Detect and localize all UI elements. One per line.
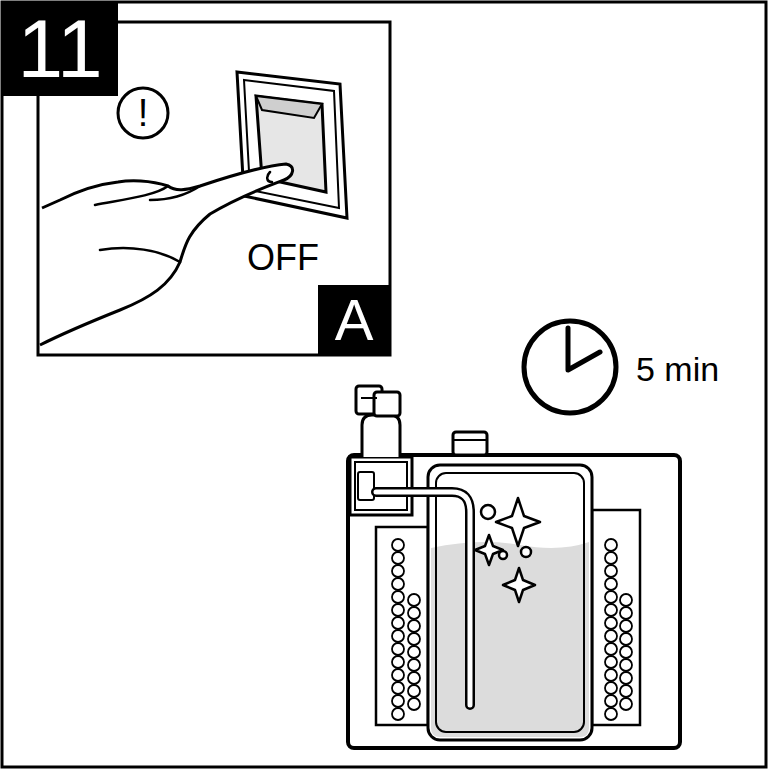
vent-hole	[408, 594, 420, 606]
vent-hole	[620, 698, 632, 710]
water-tank-unit	[348, 386, 680, 748]
wall-switch	[237, 72, 347, 218]
vent-hole	[392, 578, 404, 590]
vent-hole	[605, 604, 617, 616]
vent-hole	[620, 620, 632, 632]
vent-hole	[408, 698, 420, 710]
vent-hole	[392, 708, 404, 720]
panel-letter: A	[318, 285, 390, 355]
vent-hole	[392, 552, 404, 564]
vent-hole	[620, 659, 632, 671]
vent-hole	[392, 630, 404, 642]
vent-hole	[605, 552, 617, 564]
vent-hole	[408, 659, 420, 671]
node-text: 11	[17, 8, 102, 90]
vent-hole	[620, 646, 632, 658]
vent-hole	[605, 539, 617, 551]
vent-hole	[408, 672, 420, 684]
vent-hole	[605, 591, 617, 603]
vent-hole	[605, 565, 617, 577]
vent-hole	[392, 565, 404, 577]
vent-hole	[605, 656, 617, 668]
vent-hole	[408, 620, 420, 632]
vent-hole	[620, 685, 632, 697]
vent-hole	[620, 607, 632, 619]
vent-hole	[392, 591, 404, 603]
warning-circle: !	[116, 86, 170, 140]
vent-hole	[392, 669, 404, 681]
vent-hole	[392, 682, 404, 694]
vent-hole	[392, 643, 404, 655]
vent-hole	[605, 695, 617, 707]
node-text: !	[138, 94, 149, 132]
duration: 5 min	[636, 352, 719, 386]
vent-hole	[392, 656, 404, 668]
vent-hole	[605, 643, 617, 655]
vent-hole	[620, 672, 632, 684]
clock-icon	[524, 321, 616, 413]
node-text: A	[335, 291, 374, 349]
vent-hole	[392, 604, 404, 616]
vent-hole	[392, 617, 404, 629]
vent-hole	[408, 646, 420, 658]
vent-hole	[408, 685, 420, 697]
vent-hole	[605, 617, 617, 629]
step-number: 11	[2, 2, 118, 96]
vent-hole	[620, 633, 632, 645]
vent-hole	[605, 682, 617, 694]
vent-hole	[605, 708, 617, 720]
vent-hole	[620, 594, 632, 606]
vent-hole	[605, 578, 617, 590]
vent-hole	[605, 669, 617, 681]
finger-lines	[95, 172, 272, 262]
vent-hole	[605, 630, 617, 642]
vent-hole	[408, 633, 420, 645]
vent-hole	[408, 607, 420, 619]
vent-hole	[392, 539, 404, 551]
vent-hole	[392, 695, 404, 707]
switch-state: OFF	[247, 240, 319, 276]
